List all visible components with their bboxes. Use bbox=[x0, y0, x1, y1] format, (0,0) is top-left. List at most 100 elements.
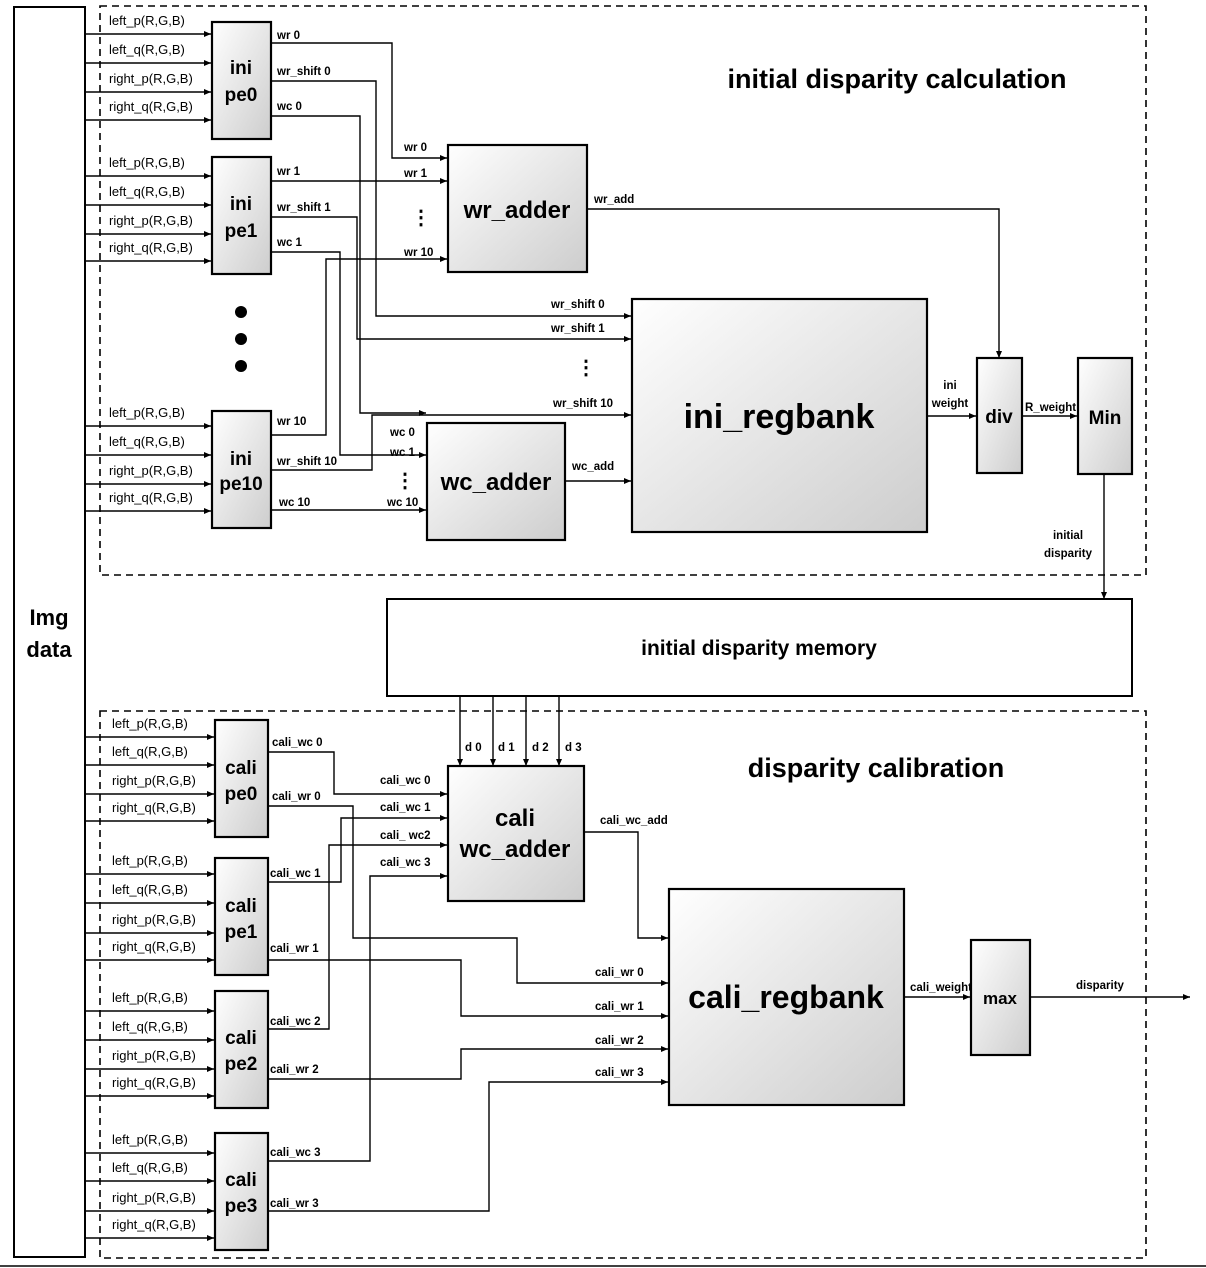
ini-pe10-block bbox=[210, 409, 273, 530]
div-title: div bbox=[985, 407, 1013, 428]
pe-input-label: left_p(R,G,B) bbox=[109, 13, 185, 28]
cali-wiring bbox=[268, 751, 1190, 1212]
initial-disparity-memory-block bbox=[386, 598, 1133, 697]
cali-regbank-block bbox=[667, 887, 906, 1107]
wire-label: wr_add bbox=[593, 194, 634, 206]
wire-label: cali_wc 0 bbox=[380, 775, 431, 787]
cali-pe0-label-2: pe0 bbox=[225, 784, 258, 805]
ini-regbank-title: ini_regbank bbox=[684, 398, 875, 436]
wr-adder-block bbox=[446, 143, 589, 274]
wire-label: cali_wr 2 bbox=[595, 1035, 644, 1047]
ini-pe1-label-2: pe1 bbox=[225, 221, 258, 242]
wire-label: cali_wc 2 bbox=[270, 1016, 321, 1028]
ini-regbank-block bbox=[630, 297, 929, 534]
vertical-ellipsis-icon: ⋮ bbox=[576, 357, 596, 379]
max-block bbox=[969, 938, 1032, 1057]
wire-label: wc 1 bbox=[389, 447, 416, 459]
wire-label: disparity bbox=[1044, 548, 1093, 560]
cali-wc-adder-block bbox=[446, 764, 586, 903]
wire-label: d 1 bbox=[498, 742, 515, 754]
pe-input-label: right_p(R,G,B) bbox=[109, 213, 193, 228]
pe-input-label: left_p(R,G,B) bbox=[112, 1132, 188, 1147]
wire-label: wc 10 bbox=[278, 497, 310, 509]
cali-pe0-label-1: cali bbox=[225, 758, 257, 779]
pe-input-label: left_q(R,G,B) bbox=[112, 1160, 188, 1175]
wire-label: cali_wr 0 bbox=[595, 967, 644, 979]
vertical-ellipsis-icon: ⋮ bbox=[395, 470, 415, 492]
pe-input-label: left_q(R,G,B) bbox=[112, 1019, 188, 1034]
wire-label: wr 10 bbox=[276, 416, 306, 428]
wire-label: cali_wr 2 bbox=[270, 1064, 319, 1076]
wire-label: cali_wc 1 bbox=[270, 868, 321, 880]
ini-pe10-label-1: ini bbox=[230, 449, 252, 470]
pe-input-label: left_q(R,G,B) bbox=[109, 434, 185, 449]
cali-pe3-block bbox=[213, 1131, 270, 1252]
wire-label: wr 1 bbox=[276, 166, 301, 178]
pe-input-label: left_q(R,G,B) bbox=[112, 882, 188, 897]
pe-input-label: left_p(R,G,B) bbox=[109, 155, 185, 170]
img-data-label-1: Img bbox=[29, 605, 68, 630]
pe-input-label: left_q(R,G,B) bbox=[109, 184, 185, 199]
img-data-label-2: data bbox=[26, 637, 72, 662]
cali-pe2-label-2: pe2 bbox=[225, 1054, 258, 1075]
wire-label: wr_shift 0 bbox=[550, 299, 605, 311]
memory-outputs bbox=[457, 696, 562, 766]
wire-label: cali_ wc2 bbox=[380, 830, 431, 842]
ellipsis-dot bbox=[235, 360, 247, 372]
wire-label: wr_shift 10 bbox=[552, 398, 613, 410]
ini-pe0-label-1: ini bbox=[230, 58, 252, 79]
pe-input-label: left_p(R,G,B) bbox=[112, 716, 188, 731]
pe-input-label: right_q(R,G,B) bbox=[112, 1075, 196, 1090]
wire-label: wr_shift 10 bbox=[276, 456, 337, 468]
pe-input-label: right_p(R,G,B) bbox=[109, 463, 193, 478]
wire-label: cali_wc 0 bbox=[272, 737, 323, 749]
ini-pe1-block bbox=[210, 155, 273, 276]
pe-input-label: left_p(R,G,B) bbox=[112, 853, 188, 868]
cali-pe1-label-2: pe1 bbox=[225, 922, 258, 943]
min-block bbox=[1076, 356, 1134, 476]
pe-input-label: right_q(R,G,B) bbox=[109, 490, 193, 505]
wire-label: cali_wr 1 bbox=[595, 1001, 644, 1013]
div-block bbox=[975, 356, 1024, 475]
wire-label: cali_wc 3 bbox=[270, 1147, 321, 1159]
vertical-ellipsis-icon: ⋮ bbox=[411, 207, 431, 229]
wire-label: cali_wr 1 bbox=[270, 943, 319, 955]
cali-pe2-block bbox=[213, 989, 270, 1110]
wire-label: cali_wc 3 bbox=[380, 857, 431, 869]
wire-label: wc 0 bbox=[389, 427, 415, 439]
wire-label: wr_shift 0 bbox=[276, 66, 331, 78]
ellipsis-dot bbox=[235, 333, 247, 345]
wire-label: wr 0 bbox=[276, 30, 300, 42]
wire-label: cali_wr 0 bbox=[272, 791, 321, 803]
cali-pe1-block bbox=[213, 856, 270, 977]
pe-input-label: right_p(R,G,B) bbox=[109, 71, 193, 86]
pe-input-label: right_p(R,G,B) bbox=[112, 1190, 196, 1205]
wire-label: cali_wr 3 bbox=[270, 1198, 319, 1210]
pe-input-label: right_p(R,G,B) bbox=[112, 1048, 196, 1063]
pe-input-label: left_p(R,G,B) bbox=[112, 990, 188, 1005]
pe-input-label: left_p(R,G,B) bbox=[109, 405, 185, 420]
ini-pe0-label-2: pe0 bbox=[225, 85, 258, 106]
ini-wiring bbox=[271, 42, 1107, 599]
wire-label: wr_shift 1 bbox=[550, 323, 605, 335]
wire-label: wr 0 bbox=[403, 142, 427, 154]
pe-input-label: left_q(R,G,B) bbox=[112, 744, 188, 759]
wire-label: wc 1 bbox=[276, 237, 303, 249]
pe-input-wires: left_p(R,G,B) left_q(R,G,B) right_p(R,G,B)… bbox=[85, 13, 214, 1241]
pe-input-label: right_q(R,G,B) bbox=[112, 939, 196, 954]
ellipsis-dot bbox=[235, 306, 247, 318]
cali-wc-adder-title-2: wc_adder bbox=[459, 836, 571, 863]
wire-label: wc 0 bbox=[276, 101, 302, 113]
wire-label: d 0 bbox=[465, 742, 482, 754]
wire-label: ini bbox=[943, 380, 956, 392]
pe-input-label: right_q(R,G,B) bbox=[112, 1217, 196, 1232]
cali-pe2-label-1: cali bbox=[225, 1028, 257, 1049]
ini-pe0-block bbox=[210, 20, 273, 141]
wire-label: d 2 bbox=[532, 742, 549, 754]
wire-label: disparity bbox=[1076, 980, 1125, 992]
memory-title: initial disparity memory bbox=[641, 637, 877, 660]
wire-label: cali_weight bbox=[910, 982, 972, 994]
initial-section-frame bbox=[99, 5, 1147, 576]
wire-label: cali_wc_add bbox=[600, 815, 668, 827]
wire-label: cali_wr 3 bbox=[595, 1067, 644, 1079]
